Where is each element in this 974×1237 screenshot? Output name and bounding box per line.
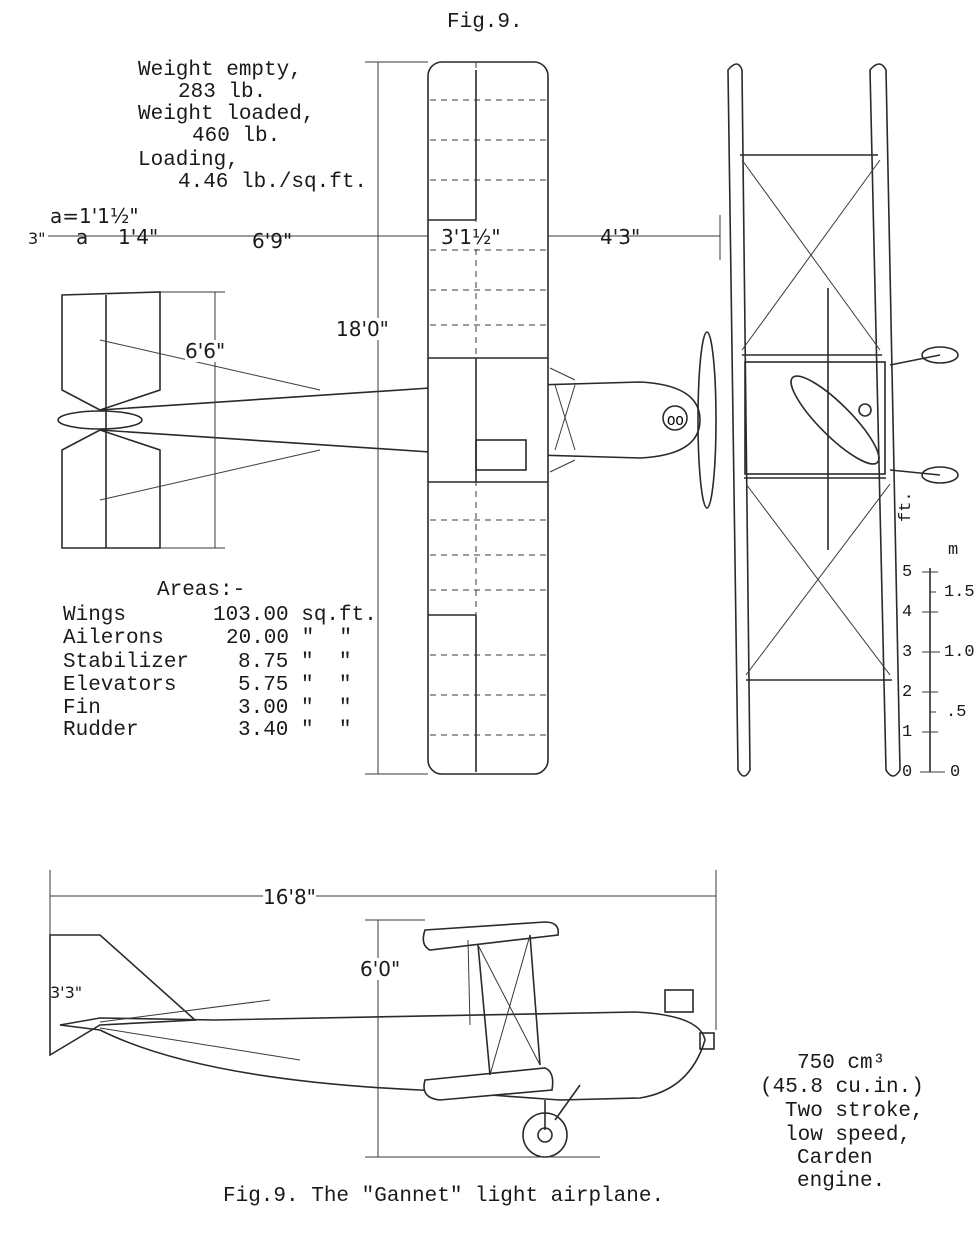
dim-a: a (76, 225, 89, 249)
scale-m-tick: .5 (946, 703, 967, 722)
engine-line-1: 750 cm³ (797, 1052, 886, 1075)
loading-value: 4.46 lb./sq.ft. (178, 171, 368, 194)
plan-tailplane (57, 291, 321, 549)
svg-text:OO: OO (667, 414, 684, 430)
scale-m-tick: 1.5 (944, 583, 974, 602)
area-row-value: 5.75 " " (238, 674, 352, 697)
plan-wing (427, 61, 549, 775)
dim-chord: 3'1½" (441, 225, 501, 249)
dim-1-4: 1'4" (118, 225, 159, 249)
front-view (727, 63, 959, 777)
weight-empty-value: 283 lb. (178, 81, 267, 104)
area-row-value: 3.00 " " (238, 697, 352, 720)
area-row-name: Rudder (63, 719, 139, 742)
area-row-name: Ailerons (63, 627, 164, 650)
dim-tail-span: 6'6" (185, 339, 226, 363)
engine-line-5: Carden (797, 1147, 873, 1170)
dim-length: 16'8" (263, 885, 316, 909)
dim-3-inch: 3" (28, 229, 46, 248)
area-row-value: 8.75 " " (238, 651, 352, 674)
scale-ft-tick: 3 (902, 643, 913, 662)
engine-line-6: engine. (797, 1170, 886, 1193)
dim-6-9: 6'9" (252, 229, 293, 253)
figure-caption: Fig.9. The "Gannet" light airplane. (223, 1185, 665, 1208)
weight-loaded-label: Weight loaded, (138, 103, 315, 126)
scale-ft-tick: 4 (902, 603, 913, 622)
area-row-name: Stabilizer (63, 651, 190, 674)
plan-fuselage: OO (99, 331, 717, 509)
scale-ft-label: ft. (897, 491, 916, 522)
dim-a-definition: a=1'1½" (50, 204, 139, 228)
engine-line-4: low speed, (785, 1124, 912, 1147)
scale-m-tick: 1.0 (944, 643, 974, 662)
scale-ft-tick: 1 (902, 723, 913, 742)
area-row-value: 103.00 sq.ft. (213, 604, 377, 627)
dim-tail-height: 3'3" (50, 983, 83, 1002)
scale-m-tick: 0 (950, 763, 961, 782)
dim-span: 18'0" (336, 317, 389, 341)
weight-loaded-value: 460 lb. (192, 125, 281, 148)
area-row-name: Elevators (63, 674, 177, 697)
engine-line-2: (45.8 cu.in.) (760, 1076, 924, 1099)
figure-header: Fig.9. (447, 11, 523, 34)
scale-bar (920, 568, 945, 773)
loading-label: Loading, (138, 149, 239, 172)
area-row-name: Wings (63, 604, 127, 627)
side-view (49, 921, 715, 1158)
scale-m-label: m (948, 541, 959, 560)
area-row-value: 3.40 " " (238, 719, 352, 742)
plan-wing-ribs (430, 99, 546, 736)
dim-height: 6'0" (360, 957, 401, 981)
scale-ft-tick: 0 (902, 763, 913, 782)
weight-empty-label: Weight empty, (138, 59, 302, 82)
scale-ft-tick: 2 (902, 683, 913, 702)
engine-line-3: Two stroke, (785, 1100, 924, 1123)
area-row-value: 20.00 " " (226, 627, 353, 650)
areas-title: Areas:- (157, 579, 246, 602)
scale-ft-tick: 5 (902, 563, 913, 582)
area-row-name: Fin (63, 697, 101, 720)
dim-gap: 4'3" (600, 225, 641, 249)
